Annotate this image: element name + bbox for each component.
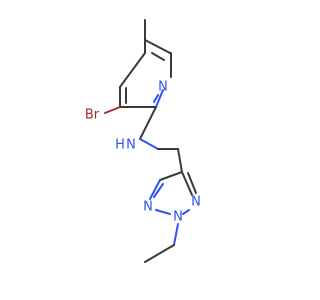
bromine-bond: [104, 106, 121, 114]
amine-bond: [139, 106, 157, 140]
ring-bond: [151, 52, 165, 61]
pyridine-nitrogen-label: N: [158, 80, 168, 95]
amine-nitrogen-label: N: [126, 138, 136, 153]
triazole-bond: [181, 171, 193, 196]
ring-bond: [119, 52, 146, 88]
triazole-n2-label: N: [173, 210, 183, 225]
ethyl-bond: [144, 244, 175, 263]
triazole-bond: [159, 171, 183, 181]
ring-bond: [144, 39, 171, 54]
triazole-bond: [187, 172, 197, 194]
triazole-bond: [153, 183, 164, 198]
ring-bond: [153, 94, 159, 103]
atom-labels: Br N N H N N N: [85, 80, 201, 225]
molecule-structure: Br N N H N N N: [85, 19, 201, 263]
triazole-bond: [155, 209, 171, 215]
triazole-bond: [149, 179, 161, 200]
methylene-bond: [177, 148, 183, 173]
triazole-n1-label: N: [143, 200, 153, 215]
ethyl-bond: [173, 223, 179, 246]
amine-hydrogen-label: H: [115, 138, 125, 153]
ring-bond: [155, 89, 164, 108]
bromine-label: Br: [85, 108, 100, 123]
triazole-bond: [182, 209, 190, 215]
bond-layer: [104, 19, 197, 263]
triazole-n3-label: N: [191, 195, 201, 210]
amine-bond: [139, 138, 159, 150]
